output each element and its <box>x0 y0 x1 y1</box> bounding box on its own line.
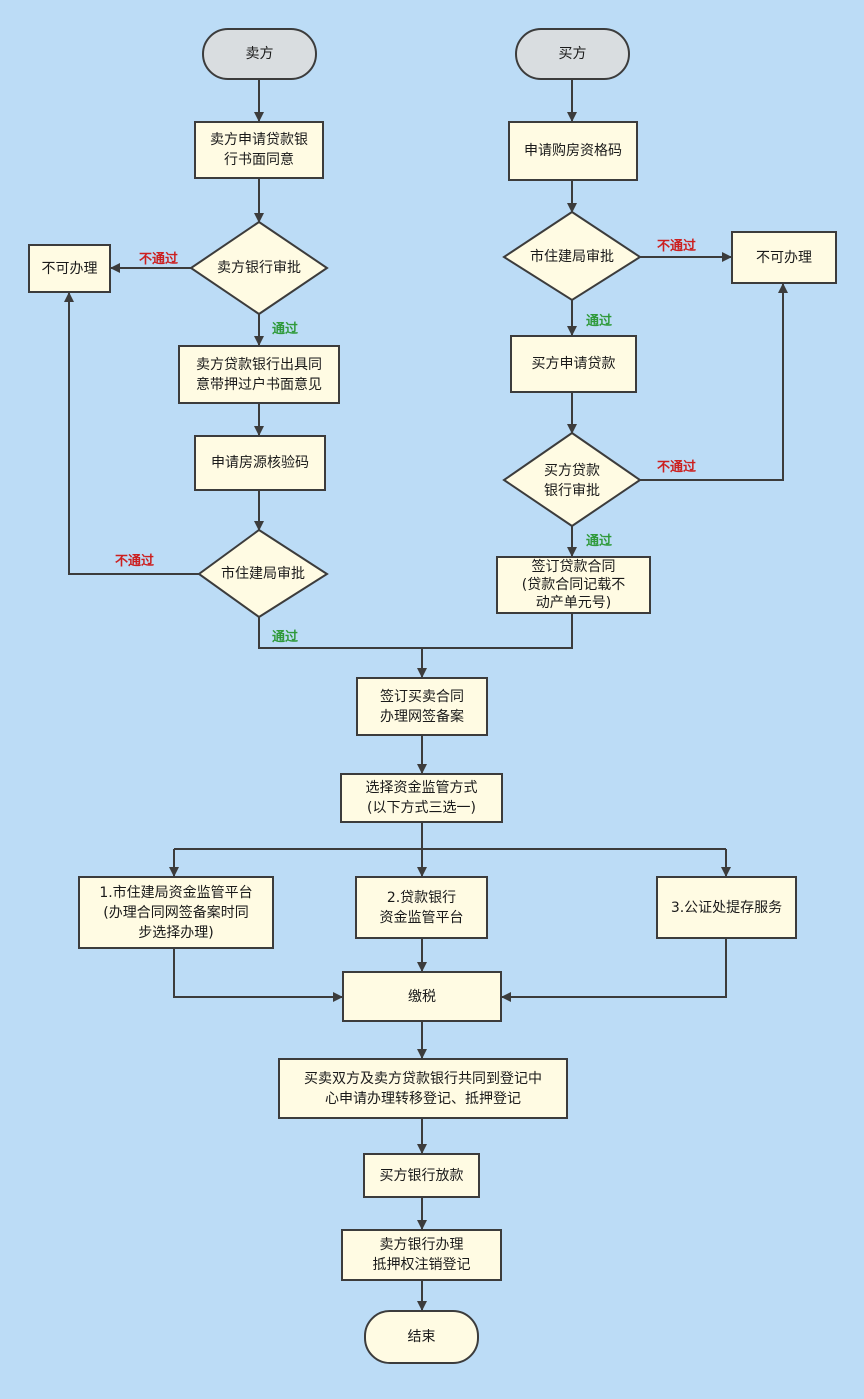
buyer-bank-review-diamond <box>502 431 642 528</box>
edge-buyer-merge <box>422 614 573 649</box>
buyer-bank-review-text: 买方贷款 银行审批 <box>544 463 600 499</box>
buyer-apply-qualification-box: 申请购房资格码 <box>508 121 638 181</box>
buyer-bank-release-box: 买方银行放款 <box>363 1153 480 1198</box>
label-seller-bank-fail: 不通过 <box>139 252 179 267</box>
label-buyer-bank-fail: 不通过 <box>657 460 697 475</box>
choose-supervision-box: 选择资金监管方式 (以下方式三选一) <box>340 773 503 823</box>
sign-sale-contract-box: 签订买卖合同 办理网签备案 <box>356 677 488 736</box>
edge-seller-merge <box>258 617 422 649</box>
buyer-city-review-text: 市住建局审批 <box>530 249 614 265</box>
option3-box: 3.公证处提存服务 <box>656 876 797 939</box>
option2-box: 2.贷款银行 资金监管平台 <box>355 876 488 939</box>
option1-box: 1.市住建局资金监管平台 (办理合同网签备案时同 步选择办理) <box>78 876 274 949</box>
seller-bank-opinion-box: 卖方贷款银行出具同 意带押过户书面意见 <box>178 345 340 404</box>
buyer-city-review-diamond <box>502 210 642 302</box>
buyer-start-terminal: 买方 <box>515 28 630 80</box>
seller-city-review-diamond <box>197 528 329 619</box>
apply-property-code-box: 申请房源核验码 <box>194 435 326 491</box>
label-buyer-bank-pass: 通过 <box>586 534 613 549</box>
seller-apply-consent-box: 卖方申请贷款银 行书面同意 <box>194 121 324 179</box>
seller-city-review-text: 市住建局审批 <box>221 566 305 582</box>
label-seller-city-pass: 通过 <box>272 630 299 645</box>
label-seller-bank-pass: 通过 <box>272 322 299 337</box>
seller-start-terminal: 卖方 <box>202 28 317 80</box>
label-seller-city-fail: 不通过 <box>115 554 155 569</box>
label-buyer-city-pass: 通过 <box>586 314 613 329</box>
edge-option3-to-tax <box>501 939 727 1002</box>
seller-bank-review-diamond <box>189 220 329 316</box>
label-buyer-city-fail: 不通过 <box>657 239 697 254</box>
seller-not-allowed-box: 不可办理 <box>28 244 111 293</box>
seller-bank-cancel-box: 卖方银行办理 抵押权注销登记 <box>341 1229 502 1281</box>
end-terminal: 结束 <box>364 1310 479 1364</box>
edge-buyer-bank-review-fail <box>640 283 788 481</box>
sign-loan-contract-box: 签订贷款合同 (贷款合同记载不 动产单元号) <box>496 556 651 614</box>
edge-seller-city-review-fail <box>64 292 199 575</box>
pay-tax-box: 缴税 <box>342 971 502 1022</box>
joint-registration-box: 买卖双方及卖方贷款银行共同到登记中 心申请办理转移登记、抵押登记 <box>278 1058 568 1119</box>
edge-option1-to-tax <box>173 949 343 1002</box>
seller-bank-review-text: 卖方银行审批 <box>217 260 301 276</box>
buyer-apply-loan-box: 买方申请贷款 <box>510 335 637 393</box>
buyer-not-allowed-box: 不可办理 <box>731 231 837 284</box>
